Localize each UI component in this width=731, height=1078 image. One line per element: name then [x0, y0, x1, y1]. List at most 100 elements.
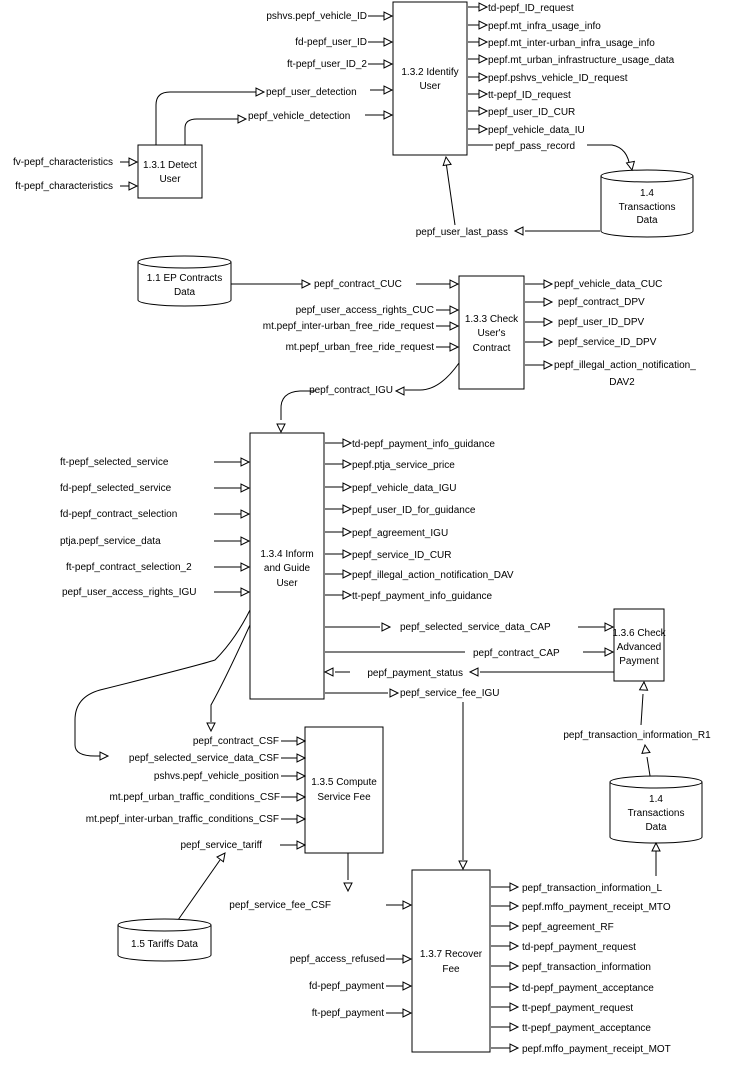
flow-label: pepf_selected_service_data_CAP — [400, 622, 551, 633]
arrowhead-icon — [237, 114, 248, 124]
process-title-line: 1.3.6 Check — [612, 628, 666, 639]
process-p137 — [411, 869, 491, 1053]
arrowhead-icon — [342, 549, 353, 559]
flow-label: pepf_vehicle_data_CUC — [554, 279, 662, 290]
process-box — [304, 726, 384, 854]
arrowhead-icon — [449, 279, 460, 289]
arrowhead-icon — [641, 743, 651, 755]
arrowhead-icon — [383, 11, 394, 21]
store-top — [600, 169, 694, 183]
process-title-line: Payment — [619, 656, 659, 667]
store-title-line: Data — [636, 215, 658, 226]
flow-label: fd-pepf_contract_selection — [60, 509, 177, 520]
flow-label: td-pepf_payment_request — [522, 942, 636, 953]
process-box — [411, 869, 491, 1053]
flow-label: ft-pepf_characteristics — [15, 181, 113, 192]
flow-label: fd-pepf_user_ID — [295, 37, 367, 48]
flow-label: pepf.mt_infra_usage_info — [488, 21, 601, 32]
arrowhead-icon — [543, 360, 554, 370]
flow-label: pepf_access_refused — [290, 954, 385, 965]
arrowhead-icon — [128, 157, 139, 167]
arrowhead-icon — [383, 37, 394, 47]
arrowhead-icon — [206, 722, 216, 733]
flow-label: pepf_contract_CUC — [314, 279, 402, 290]
flow-label: tt-pepf_payment_info_guidance — [352, 591, 493, 602]
flow-label: pepf_contract_IGU — [309, 385, 393, 396]
arrowhead-icon — [543, 297, 554, 307]
process-p135 — [304, 726, 384, 854]
flow-label: fd-pepf_selected_service — [60, 483, 172, 494]
arrowhead-icon — [638, 680, 649, 691]
arrowhead-icon — [255, 87, 266, 97]
diagram-shapes — [99, 1, 703, 1053]
arrowhead-icon — [478, 2, 489, 12]
flow-label: td-pepf_payment_acceptance — [522, 983, 654, 994]
process-p131 — [137, 144, 203, 199]
process-title-line: and Guide — [264, 563, 311, 574]
flow-line — [445, 161, 456, 226]
flow-label: pepf.mt_inter-urban_infra_usage_info — [488, 38, 655, 49]
flow-label: tt-pepf_payment_acceptance — [522, 1023, 651, 1034]
data-store-s15 — [117, 918, 212, 962]
arrowhead-icon — [468, 667, 479, 677]
arrowhead-icon — [381, 622, 392, 632]
store-title-line: Transactions — [619, 202, 676, 213]
flow-label: pepf_contract_CAP — [473, 648, 560, 659]
flow-label: mt.pepf_urban_free_ride_request — [286, 342, 435, 353]
arrowhead-icon — [509, 901, 520, 911]
arrowhead-icon — [604, 647, 615, 657]
arrowhead-icon — [342, 482, 353, 492]
flow-label: pepf_service_ID_DPV — [558, 337, 657, 348]
flow-label: pepf_user_ID_DPV — [558, 317, 644, 328]
process-p132 — [392, 1, 468, 156]
arrowhead-icon — [296, 792, 307, 802]
arrowhead-icon — [389, 688, 400, 698]
process-title-line: 1.3.2 Identify — [401, 67, 458, 78]
arrowhead-icon — [383, 85, 394, 95]
arrowhead-icon — [323, 667, 334, 677]
flow-label: pepf_service_fee_CSF — [229, 900, 331, 911]
flow-label: mt.pepf_inter-urban_free_ride_request — [263, 321, 434, 332]
arrowhead-icon — [458, 860, 468, 871]
arrowhead-icon — [383, 110, 394, 120]
process-title-line: User's — [477, 328, 505, 339]
arrowhead-icon — [509, 982, 520, 992]
arrowhead-icon — [543, 337, 554, 347]
arrowhead-icon — [240, 562, 251, 572]
flow-label: pepf_transaction_information_R1 — [563, 730, 711, 741]
arrowhead-icon — [509, 961, 520, 971]
flow-label: pshvs.pepf_vehicle_position — [154, 771, 279, 782]
arrowhead-icon — [296, 840, 307, 850]
arrowhead-icon — [342, 459, 353, 469]
arrowhead-icon — [509, 1002, 520, 1012]
flow-label: pepf.mt_urban_infrastructure_usage_data — [488, 55, 675, 66]
process-box — [392, 1, 468, 156]
flow-label: ft-pepf_contract_selection_2 — [66, 562, 192, 573]
flow-label: pepf_contract_CSF — [193, 736, 279, 747]
flow-line — [184, 118, 244, 145]
arrowhead-icon — [342, 438, 353, 448]
flow-label: pepf_service_fee_IGU — [400, 688, 500, 699]
flow-label: pepf_service_ID_CUR — [352, 550, 452, 561]
arrowhead-icon — [509, 882, 520, 892]
flow-label: pepf_pass_record — [495, 141, 575, 152]
process-box — [458, 275, 525, 390]
flow-label: pepf_illegal_action_notification_DAV — [352, 570, 514, 581]
flow-label: td-pepf_ID_request — [488, 3, 574, 14]
flow-label: ft-pepf_user_ID_2 — [287, 59, 367, 70]
flow-label: pepf.mffo_payment_receipt_MTO — [522, 902, 671, 913]
flow-label: pepf.ptja_service_price — [352, 460, 455, 471]
arrowhead-icon — [478, 89, 489, 99]
arrowhead-icon — [296, 753, 307, 763]
arrowhead-icon — [478, 72, 489, 82]
flow-label: DAV2 — [609, 377, 635, 388]
process-p133 — [458, 275, 525, 390]
flow-label: mt.pepf_inter-urban_traffic_conditions_C… — [86, 814, 279, 825]
flow-line — [280, 390, 315, 420]
arrowhead-icon — [651, 841, 661, 852]
store-title-line: Transactions — [628, 808, 685, 819]
flow-label: pepf_service_tariff — [180, 840, 262, 851]
store-top — [117, 918, 212, 932]
arrowhead-icon — [296, 736, 307, 746]
